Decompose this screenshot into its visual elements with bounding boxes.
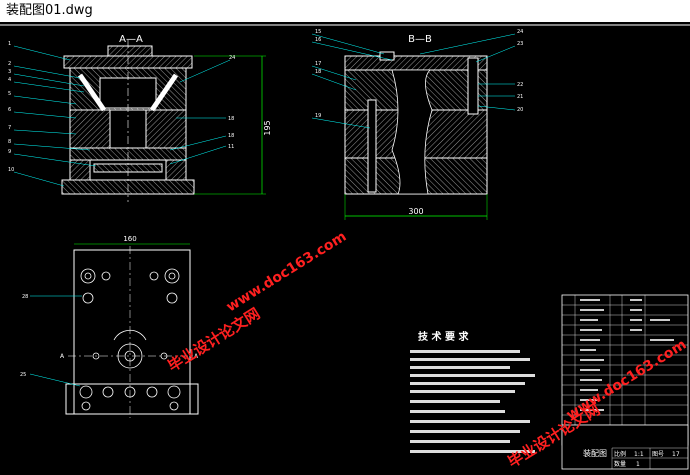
- svg-text:比例: 比例: [614, 450, 626, 458]
- dim-text-plan-width: 160: [123, 235, 136, 243]
- dim-text-b-width: 300: [408, 207, 423, 216]
- section-view-b[interactable]: B—B 300: [344, 34, 488, 220]
- title-drawing-name: 装配图: [583, 448, 607, 458]
- svg-text:2: 2: [8, 61, 11, 67]
- part-leaders-b: [311, 33, 516, 129]
- svg-text:8: 8: [8, 139, 11, 145]
- svg-text:19: 19: [315, 113, 321, 119]
- svg-text:20: 20: [517, 107, 523, 113]
- svg-text:24: 24: [517, 29, 523, 35]
- b-ejector-pin: [367, 99, 377, 193]
- svg-text:7: 7: [8, 125, 11, 131]
- svg-text:17: 17: [672, 451, 680, 458]
- b-top-plate: [344, 55, 488, 71]
- angle-pin-right: [149, 73, 179, 112]
- plan-ref-25: 25: [20, 372, 26, 378]
- svg-text:11: 11: [228, 144, 234, 150]
- svg-text:22: 22: [517, 82, 523, 88]
- svg-text:24: 24: [229, 55, 235, 61]
- section-arrow-left: A: [60, 353, 65, 360]
- svg-text:1: 1: [8, 41, 11, 47]
- svg-text:18: 18: [315, 69, 321, 75]
- parts-table-text-bars: [580, 299, 674, 411]
- svg-text:18: 18: [228, 133, 234, 139]
- svg-text:18: 18: [228, 116, 234, 122]
- svg-text:16: 16: [315, 37, 321, 43]
- svg-text:5: 5: [8, 91, 11, 97]
- plan-ref-28: 28: [22, 294, 28, 300]
- svg-text:3: 3: [8, 69, 11, 75]
- svg-text:6: 6: [8, 107, 11, 113]
- svg-text:10: 10: [8, 167, 14, 173]
- part-numbers-a-right: 24 18 18 11: [228, 55, 235, 150]
- svg-text:17: 17: [315, 61, 321, 67]
- leader-25: [29, 373, 81, 387]
- parts-list-table[interactable]: 装配图 比例 1:1 数量 1 图号 17: [561, 294, 689, 470]
- b-break-line: [391, 69, 433, 195]
- dim-text-a-height: 195: [263, 120, 272, 135]
- section-b-label: B—B: [408, 34, 432, 45]
- b-guide-pin: [467, 57, 479, 115]
- section-arrow-right: A: [194, 353, 199, 360]
- part-leaders-a-right: [169, 59, 231, 165]
- svg-text:23: 23: [517, 41, 523, 47]
- tech-req-title: 技 术 要 求: [418, 330, 469, 343]
- svg-text:9: 9: [8, 149, 11, 155]
- svg-text:图号: 图号: [652, 451, 664, 458]
- technical-requirements: 技 术 要 求: [410, 330, 535, 453]
- part-leaders-left: [13, 45, 97, 187]
- plan-view[interactable]: 160 28 25 A A: [20, 235, 199, 418]
- cad-drawing-canvas[interactable]: A—A 195 1: [0, 22, 690, 471]
- b-sprue: [379, 51, 395, 61]
- svg-text:数量: 数量: [614, 460, 626, 468]
- plan-holes: [79, 268, 181, 411]
- part-numbers-left: 1 2 3 4 5 6 7 8 9 10: [8, 41, 14, 173]
- angle-pin-left: [77, 73, 107, 112]
- window-title: 装配图01.dwg: [0, 0, 690, 22]
- watermark-url-1: www.doc163.com: [224, 229, 350, 316]
- section-view-a[interactable]: A—A 195: [61, 34, 272, 202]
- svg-text:1: 1: [636, 461, 640, 468]
- watermark-cn-1: 毕业设计论文网: [165, 304, 264, 375]
- section-a-label: A—A: [119, 34, 143, 45]
- svg-text:1:1: 1:1: [634, 451, 644, 458]
- spacer-left: [69, 159, 91, 181]
- part-numbers-b: 15 16 17 18 19 24 23 22 21 20: [315, 29, 523, 119]
- svg-text:21: 21: [517, 94, 523, 100]
- sprue-bushing: [107, 45, 153, 57]
- spacer-right: [165, 159, 187, 181]
- title-block: [561, 424, 689, 470]
- svg-text:4: 4: [8, 77, 11, 83]
- tech-req-text-bars: [410, 350, 535, 453]
- svg-text:15: 15: [315, 29, 321, 35]
- plan-bottom-plate: [65, 383, 199, 415]
